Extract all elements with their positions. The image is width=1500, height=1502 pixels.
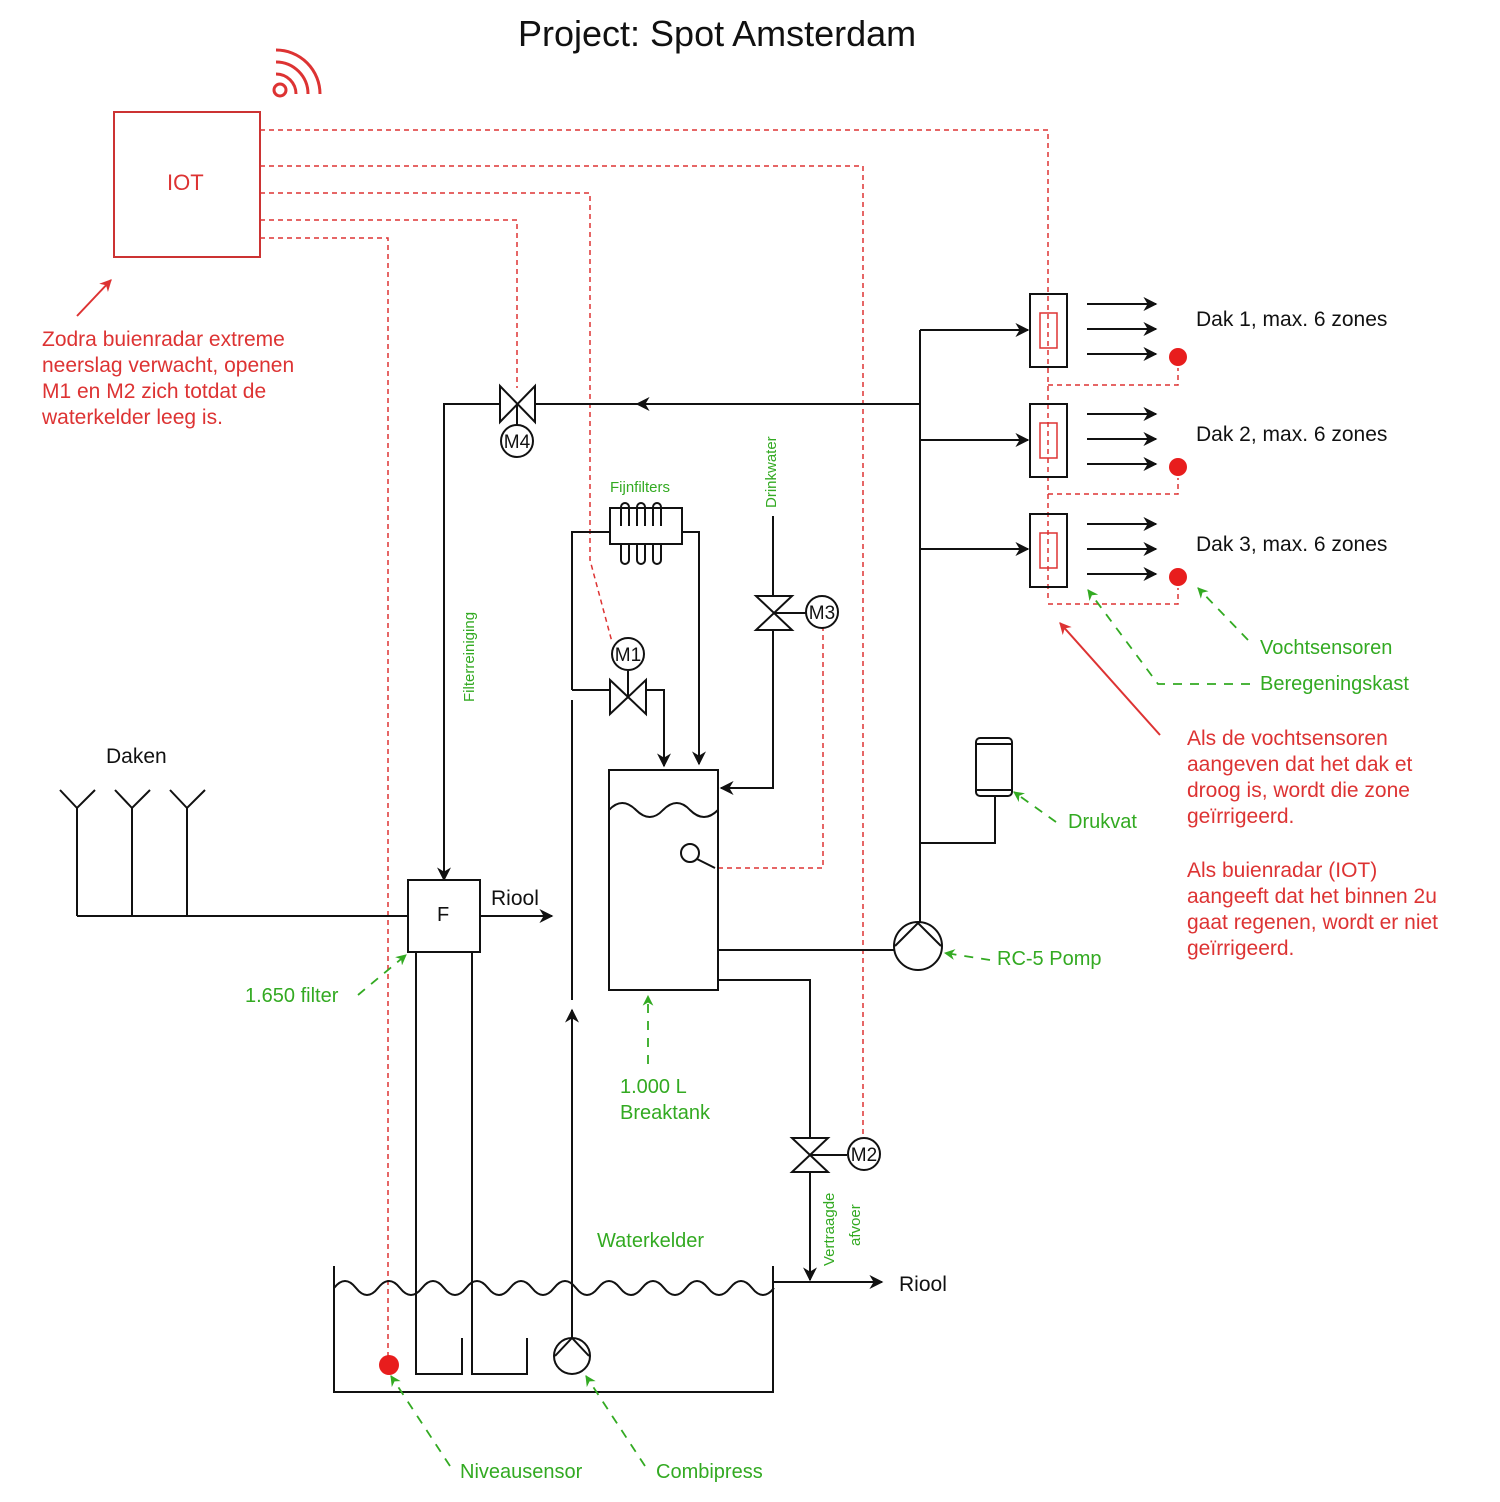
fine-filter-outlet-pipe	[682, 531, 706, 766]
roof2-sensor-loop	[1048, 478, 1179, 495]
breaktank-annotation-name: Breaktank	[620, 1102, 711, 1124]
filter-cleaning-pipe-b	[437, 403, 500, 882]
pomp-annotation: RC-5 Pomp	[997, 948, 1102, 970]
filter-annotation: 1.650 filter	[245, 985, 339, 1007]
rc5-pump-icon	[893, 921, 943, 971]
breaktank	[608, 769, 719, 991]
iot-note: Zodra buienradar extreme neerslag verwac…	[42, 328, 295, 429]
wifi-signal-icon	[272, 48, 322, 98]
iot-note-arrow	[76, 279, 112, 317]
drukvat-pipe	[920, 797, 996, 844]
moisture-sensor-roof-1	[1169, 348, 1187, 366]
level-sensor	[379, 1355, 399, 1375]
filterreiniging-label: Filterreiniging	[461, 611, 478, 702]
irrigation-box-roof-2	[1029, 403, 1068, 478]
drukvat-annotation: Drukvat	[1068, 811, 1137, 833]
signal-line-level-sensor	[260, 237, 389, 1358]
filter-leg-left	[415, 952, 463, 1375]
solenoid-roof-3	[1039, 532, 1058, 569]
signal-line-m4	[260, 219, 518, 388]
moisture-sensor-roof-2	[1169, 458, 1187, 476]
niveausensor-annotation: Niveausensor	[460, 1461, 583, 1483]
drinkwater-pipe-bottom	[719, 630, 774, 795]
roof-1-label: Dak 1, max. 6 zones	[1196, 308, 1388, 331]
moisture-sensor-roof-3	[1169, 568, 1187, 586]
page-title: Project: Spot Amsterdam	[518, 13, 917, 54]
daken-label: Daken	[106, 745, 167, 768]
riool-bottom-label: Riool	[899, 1273, 947, 1296]
valve-m2[interactable]	[789, 1137, 881, 1173]
moisture-note: Als de vochtsensoren aangeven dat het da…	[1187, 727, 1413, 828]
iot-label: IOT	[167, 170, 204, 195]
riool-filter-label: Riool	[491, 887, 539, 910]
iot-signal-lines	[260, 129, 1179, 1358]
pipework	[77, 297, 1158, 1375]
roof-3-label: Dak 3, max. 6 zones	[1196, 533, 1388, 556]
moisture-note-arrow	[1059, 622, 1161, 736]
vochtsensoren-pointer	[1197, 587, 1249, 641]
drinkwater-label: Drinkwater	[763, 436, 780, 508]
valve-m4[interactable]	[499, 383, 536, 458]
signal-line-m2	[260, 165, 864, 1140]
m1-to-tank-pipe	[646, 689, 671, 768]
roof-2-label: Dak 2, max. 6 zones	[1196, 423, 1388, 446]
irrigation-box-roof-1	[1029, 293, 1068, 368]
fine-filter-inlet-pipe	[571, 531, 610, 690]
iot-box	[113, 111, 261, 258]
valve-m1-label: M1	[615, 645, 641, 666]
drukvat-vessel	[975, 737, 1013, 797]
valve-m4-label: M4	[504, 432, 531, 453]
afvoer-label: afvoer	[847, 1204, 864, 1246]
breaktank-annotation-volume: 1.000 L	[620, 1076, 687, 1098]
signal-line-m1	[260, 192, 613, 643]
valve-m3[interactable]	[753, 595, 839, 631]
signal-line-roofs	[260, 129, 1049, 600]
drukvat-pointer	[1013, 791, 1057, 823]
waterkelder-label: Waterkelder	[597, 1230, 705, 1252]
valve-m3-label: M3	[809, 603, 835, 624]
valve-m1[interactable]	[609, 637, 647, 717]
irrigation-box-roof-3	[1029, 513, 1068, 588]
fijnfilters-label: Fijnfilters	[610, 479, 671, 496]
roof1-sensor-loop	[1048, 368, 1179, 386]
delayed-drain-pipe	[718, 979, 811, 1138]
beregeningskast-annotation: Beregeningskast	[1260, 673, 1409, 695]
roof3-sensor-loop	[1048, 588, 1179, 605]
filter-pointer	[357, 954, 407, 996]
pomp-pointer	[943, 949, 991, 961]
waterkelder-tank	[333, 1266, 775, 1393]
rain-note: Als buienradar (IOT) aangeeft dat het bi…	[1187, 859, 1438, 960]
solenoid-roof-1	[1039, 312, 1058, 349]
combipress-pump-icon	[553, 1336, 591, 1375]
roof-inlets	[59, 789, 206, 916]
vertraagde-label: Vertraagde	[821, 1192, 838, 1266]
filter-letter: F	[437, 904, 450, 926]
solenoid-roof-2	[1039, 422, 1058, 459]
combipress-annotation: Combipress	[656, 1461, 763, 1483]
fine-filters	[609, 502, 683, 565]
valve-m2-label: M2	[851, 1145, 877, 1166]
irrigation-boxes	[1029, 293, 1068, 588]
beregeningskast-pointer	[1087, 589, 1250, 685]
filter-leg-right	[471, 952, 528, 1375]
filter-box	[407, 879, 481, 953]
combipress-pointer	[585, 1375, 646, 1467]
niveausensor-pointer	[390, 1375, 451, 1467]
float-switch-icon	[680, 843, 700, 863]
signal-line-m3	[715, 626, 824, 869]
vochtsensoren-annotation: Vochtsensoren	[1260, 637, 1393, 659]
